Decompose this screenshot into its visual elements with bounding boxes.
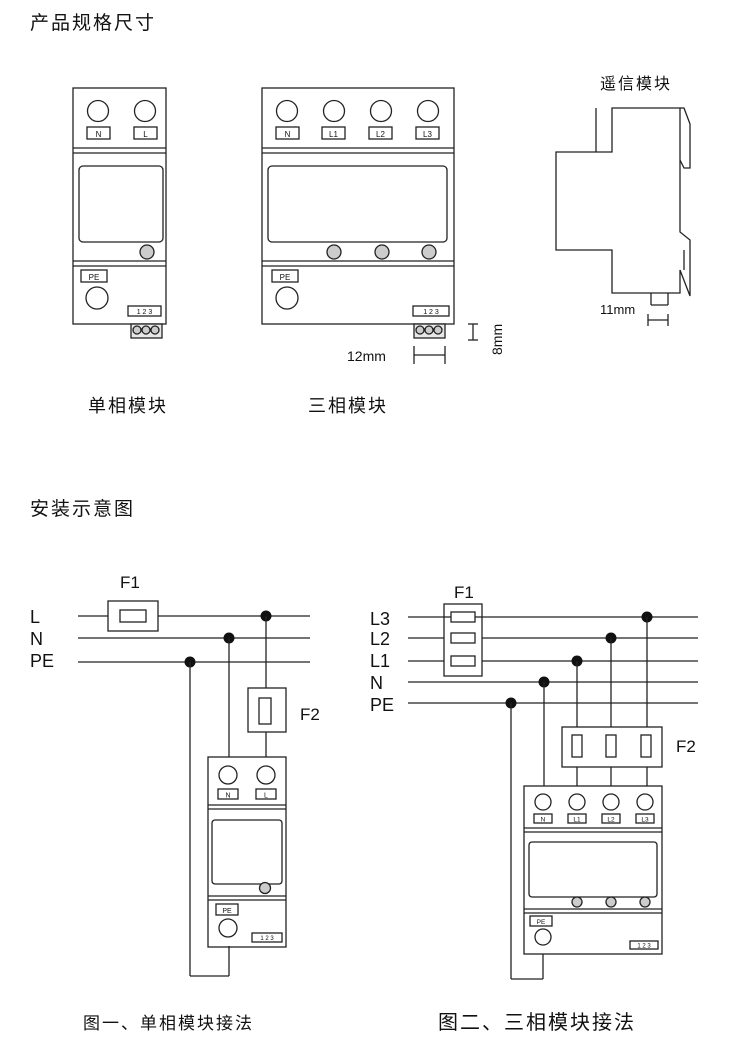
single-phase-module: N L PE 1 2 3 [72,87,167,339]
remote-pins-label: 1 2 3 [423,309,439,316]
caption-single-module: 单相模块 [88,396,168,417]
terminal-label-l: L [143,130,148,139]
line-label-n: N [30,629,43,649]
remote-module-side-view [555,107,691,306]
terminal-label-l: L [264,793,268,800]
dimension-side: 11mm [600,302,635,317]
terminal-label-l2: L2 [607,817,615,824]
terminal-label-l2: L2 [376,130,385,139]
fuse-f1-label: F1 [454,583,474,602]
line-label-pe: PE [30,651,54,671]
terminal-label-l3: L3 [641,817,649,824]
terminal-label-l1: L1 [329,130,338,139]
terminal-label-n: N [285,130,291,139]
line-label-l3: L3 [370,609,390,629]
line-label-l1: L1 [370,651,390,671]
three-phase-module: N L1 L2 L3 PE 1 2 3 [261,87,455,339]
pe-label: PE [222,908,232,915]
wiring-diagram-single: L N PE F1 F2 N L PE [30,573,320,977]
caption-remote-module: 遥信模块 [600,74,673,93]
remote-pins-label: 1 2 3 [260,936,274,942]
wiring-diagram-three: L3 L2 L1 N PE F1 F2 [370,583,698,980]
dimension-width: 12mm [347,348,386,364]
line-label-l2: L2 [370,629,390,649]
line-label-pe: PE [370,695,394,715]
remote-pins-label: 1 2 3 [137,309,153,316]
terminal-label-n: N [541,817,546,824]
pe-label: PE [280,273,291,282]
section-title-dimensions: 产品规格尺寸 [30,12,157,34]
line-label-n: N [370,673,383,693]
caption-figure-2: 图二、三相模块接法 [438,1010,636,1034]
dimension-height: 8mm [489,324,505,355]
remote-pins-label: 1 2 3 [637,944,651,950]
section-title-install: 安装示意图 [30,498,136,520]
pe-label: PE [537,919,546,926]
terminal-label-l3: L3 [423,130,432,139]
fuse-f1-label: F1 [120,573,140,592]
caption-three-module: 三相模块 [308,396,388,417]
caption-figure-1: 图一、单相模块接法 [83,1014,254,1034]
terminal-label-n: N [96,130,102,139]
dimension-markers: 8mm 12mm 11mm [347,302,669,364]
terminal-label-n: N [225,793,230,800]
fuse-f2-label: F2 [676,737,696,756]
terminal-label-l1: L1 [573,817,581,824]
line-label-l: L [30,607,40,627]
pe-label: PE [89,273,100,282]
fuse-f2-label: F2 [300,705,320,724]
